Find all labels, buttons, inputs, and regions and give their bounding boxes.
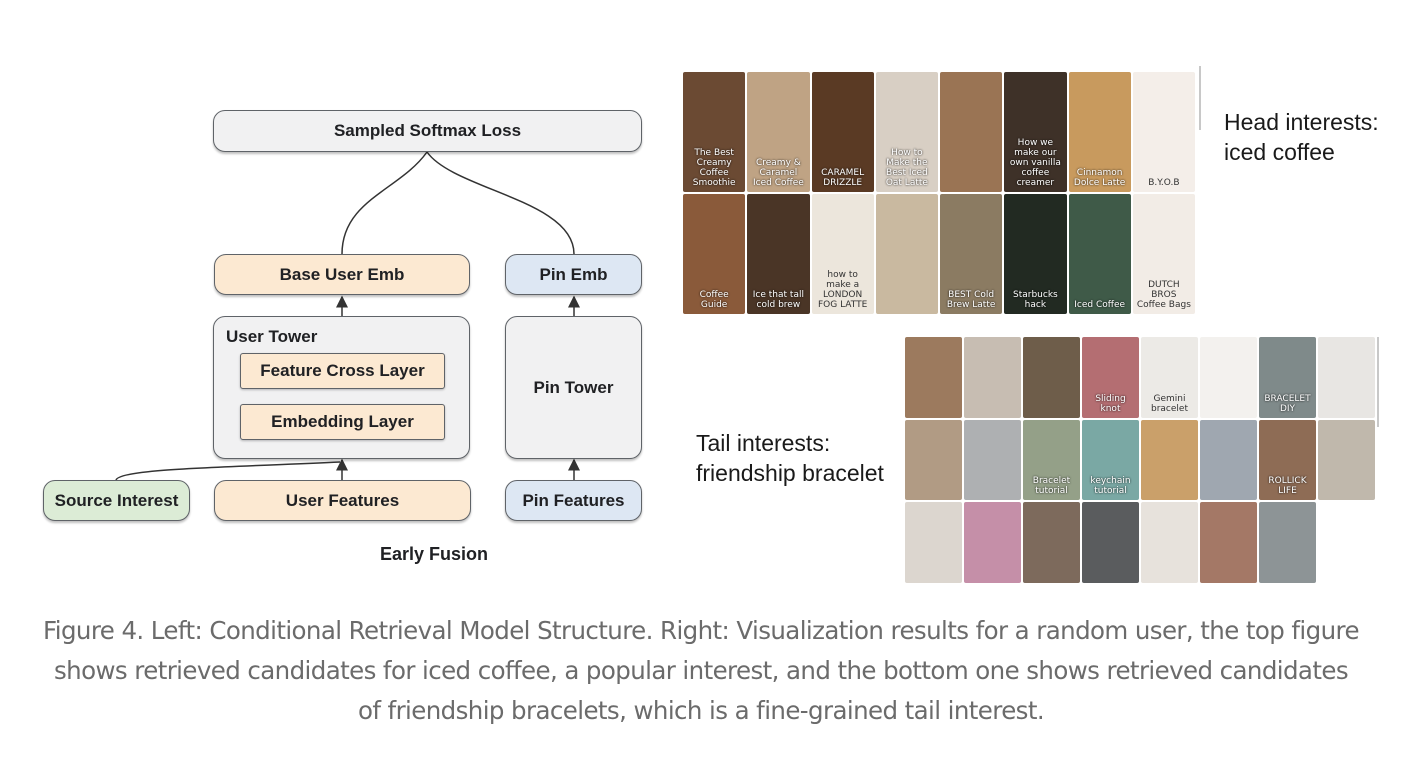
head-pin-tile[interactable]: how to make a LONDON FOG LATTE bbox=[811, 194, 874, 314]
diagram-title: Early Fusion bbox=[380, 544, 489, 564]
head-pin-tile-text: Starbucks hack bbox=[1013, 290, 1058, 310]
diagram-connectors bbox=[115, 139, 580, 481]
tail-pin-tile[interactable] bbox=[1259, 502, 1316, 583]
tail-pin-tile[interactable] bbox=[1318, 337, 1375, 418]
figure-caption: Figure 4. Left: Conditional Retrieval Mo… bbox=[43, 616, 1359, 725]
tail-pin-tile[interactable] bbox=[905, 419, 962, 501]
feature-cross-layer-label: Feature Cross Layer bbox=[260, 361, 425, 380]
figure: Sampled Softmax Loss Base User Emb Pin E… bbox=[43, 66, 1379, 583]
tail-pin-tile-text: Gemini bracelet bbox=[1151, 393, 1188, 414]
connector-loss-to-pin-emb bbox=[426, 151, 575, 255]
tail-pin-tile[interactable]: Gemini bracelet bbox=[1141, 337, 1198, 418]
head-pin-tile[interactable]: DUTCH BROS Coffee Bags bbox=[1132, 194, 1195, 314]
head-pin-tile[interactable]: How to Make the Best Iced Oat Latte bbox=[875, 72, 938, 192]
tail-pin-tile-text: ROLLICK LIFE bbox=[1268, 476, 1307, 497]
tail-pin-tile[interactable] bbox=[1023, 337, 1080, 418]
source-interest-label: Source Interest bbox=[54, 490, 179, 510]
head-pin-tile[interactable]: Creamy & Caramel Iced Coffee bbox=[747, 72, 810, 192]
feature-cross-layer-box: Feature Cross Layer bbox=[240, 353, 445, 389]
head-pin-tile[interactable]: BEST Cold Brew Latte bbox=[940, 194, 1003, 314]
base-user-emb-label: Base User Emb bbox=[279, 264, 405, 284]
tail-interests-title: Tail interests: bbox=[696, 430, 831, 456]
pin-features-label: Pin Features bbox=[522, 490, 625, 510]
tail-pin-tile[interactable] bbox=[1200, 419, 1257, 501]
sampled-softmax-loss-box: Sampled Softmax Loss bbox=[213, 110, 642, 152]
head-pin-tile[interactable]: B.Y.O.B bbox=[1132, 72, 1195, 192]
head-pin-tile[interactable]: How we make our own vanilla coffee cream… bbox=[1004, 72, 1067, 192]
tail-pin-tile[interactable] bbox=[905, 337, 962, 418]
head-pin-tile-text: Ice that tall cold brew bbox=[752, 290, 804, 310]
pin-tower-label: Pin Tower bbox=[533, 377, 614, 397]
tail-pin-tile[interactable] bbox=[1141, 419, 1198, 501]
tail-pin-tile[interactable]: Sliding knot bbox=[1082, 337, 1139, 418]
head-interests-title: Head interests: bbox=[1224, 109, 1379, 135]
head-pin-tile-text: The Best Creamy Coffee Smoothie bbox=[692, 148, 736, 188]
base-user-emb-box: Base User Emb bbox=[214, 254, 470, 295]
tail-interests-label: Tail interests: friendship bracelet bbox=[696, 428, 884, 488]
tail-pin-tile[interactable] bbox=[905, 502, 962, 583]
head-pin-tile[interactable]: Coffee Guide bbox=[683, 194, 746, 314]
connector-source-interest-to-tower bbox=[115, 461, 341, 481]
tail-interest-pin-grid: Sliding knot Gemini bracelet BRACELET DIY B… bbox=[905, 337, 1375, 583]
embedding-layer-box: Embedding Layer bbox=[240, 404, 445, 440]
sampled-softmax-loss-label: Sampled Softmax Loss bbox=[333, 121, 522, 140]
head-pin-tile-text: How to Make the Best Iced Oat Latte bbox=[885, 148, 928, 188]
tail-pin-tile[interactable] bbox=[1318, 419, 1375, 501]
head-pin-tile[interactable] bbox=[940, 72, 1003, 192]
tail-pin-tile[interactable] bbox=[964, 337, 1021, 418]
head-pin-tile[interactable]: Ice that tall cold brew bbox=[747, 194, 810, 314]
head-pin-tile-text: Iced Coffee bbox=[1074, 300, 1126, 310]
tail-pin-tile-text: Bracelet tutorial bbox=[1032, 476, 1071, 497]
head-pin-tile-text: B.Y.O.B bbox=[1148, 178, 1180, 188]
tail-pin-tile[interactable]: keychain tutorial bbox=[1082, 419, 1139, 501]
head-pin-tile-text: Coffee Guide bbox=[699, 290, 729, 310]
pin-features-box: Pin Features bbox=[505, 480, 642, 521]
tail-interests-topic: friendship bracelet bbox=[696, 460, 884, 486]
head-pin-tile[interactable]: Starbucks hack bbox=[1004, 194, 1067, 314]
head-pin-tile[interactable]: Cinnamon Dolce Latte bbox=[1068, 72, 1131, 192]
head-pin-tile-text: how to make a LONDON FOG LATTE bbox=[817, 270, 868, 310]
pin-emb-box: Pin Emb bbox=[505, 254, 642, 295]
pin-tower-box: Pin Tower bbox=[505, 316, 642, 459]
head-interest-pin-grid: The Best Creamy Coffee Smoothie Creamy & … bbox=[683, 72, 1195, 314]
user-tower-label: User Tower bbox=[226, 327, 318, 346]
head-pin-tile[interactable]: CARAMEL DRIZZLE bbox=[811, 72, 874, 192]
tail-pin-tile-text: keychain tutorial bbox=[1090, 476, 1131, 497]
head-pin-tile-text: CARAMEL DRIZZLE bbox=[821, 168, 865, 188]
head-pin-tile-text: Cinnamon Dolce Latte bbox=[1073, 168, 1126, 188]
tail-pin-tile[interactable]: ROLLICK LIFE bbox=[1259, 419, 1316, 501]
head-pin-tile-text: DUTCH BROS Coffee Bags bbox=[1136, 280, 1191, 310]
tail-pin-tile[interactable] bbox=[1200, 502, 1257, 583]
head-pin-tile[interactable]: Iced Coffee bbox=[1068, 194, 1131, 314]
tail-pin-tile[interactable] bbox=[1023, 502, 1080, 583]
tail-pin-tile[interactable] bbox=[1141, 502, 1198, 583]
embedding-layer-label: Embedding Layer bbox=[271, 412, 414, 431]
user-features-label: User Features bbox=[285, 490, 400, 510]
tail-pin-tile-text: BRACELET DIY bbox=[1264, 393, 1311, 414]
user-features-box: User Features bbox=[214, 480, 471, 521]
pin-emb-label: Pin Emb bbox=[539, 264, 608, 284]
head-interests-topic: iced coffee bbox=[1224, 139, 1335, 165]
tail-pin-tile[interactable] bbox=[1082, 502, 1139, 583]
head-pin-tile[interactable]: The Best Creamy Coffee Smoothie bbox=[683, 72, 746, 192]
connector-loss-to-user-emb bbox=[341, 139, 438, 255]
head-pin-tile[interactable] bbox=[875, 194, 938, 314]
tail-grid-divider bbox=[1377, 337, 1379, 427]
head-grid-divider bbox=[1199, 66, 1201, 130]
tail-pin-tile[interactable]: BRACELET DIY bbox=[1259, 337, 1316, 418]
tail-pin-tile[interactable] bbox=[964, 419, 1021, 501]
source-interest-box: Source Interest bbox=[43, 480, 190, 521]
tail-pin-tile[interactable]: Bracelet tutorial bbox=[1023, 419, 1080, 501]
tail-pin-tile[interactable] bbox=[1200, 337, 1257, 418]
head-interests-label: Head interests: iced coffee bbox=[1224, 107, 1379, 167]
tail-pin-tile-text: Sliding knot bbox=[1095, 393, 1126, 414]
head-pin-tile-text: How we make our own vanilla coffee cream… bbox=[1009, 138, 1061, 188]
head-pin-tile-text: BEST Cold Brew Latte bbox=[946, 290, 996, 310]
tail-pin-tile[interactable] bbox=[964, 502, 1021, 583]
head-pin-tile-text: Creamy & Caramel Iced Coffee bbox=[752, 158, 804, 188]
